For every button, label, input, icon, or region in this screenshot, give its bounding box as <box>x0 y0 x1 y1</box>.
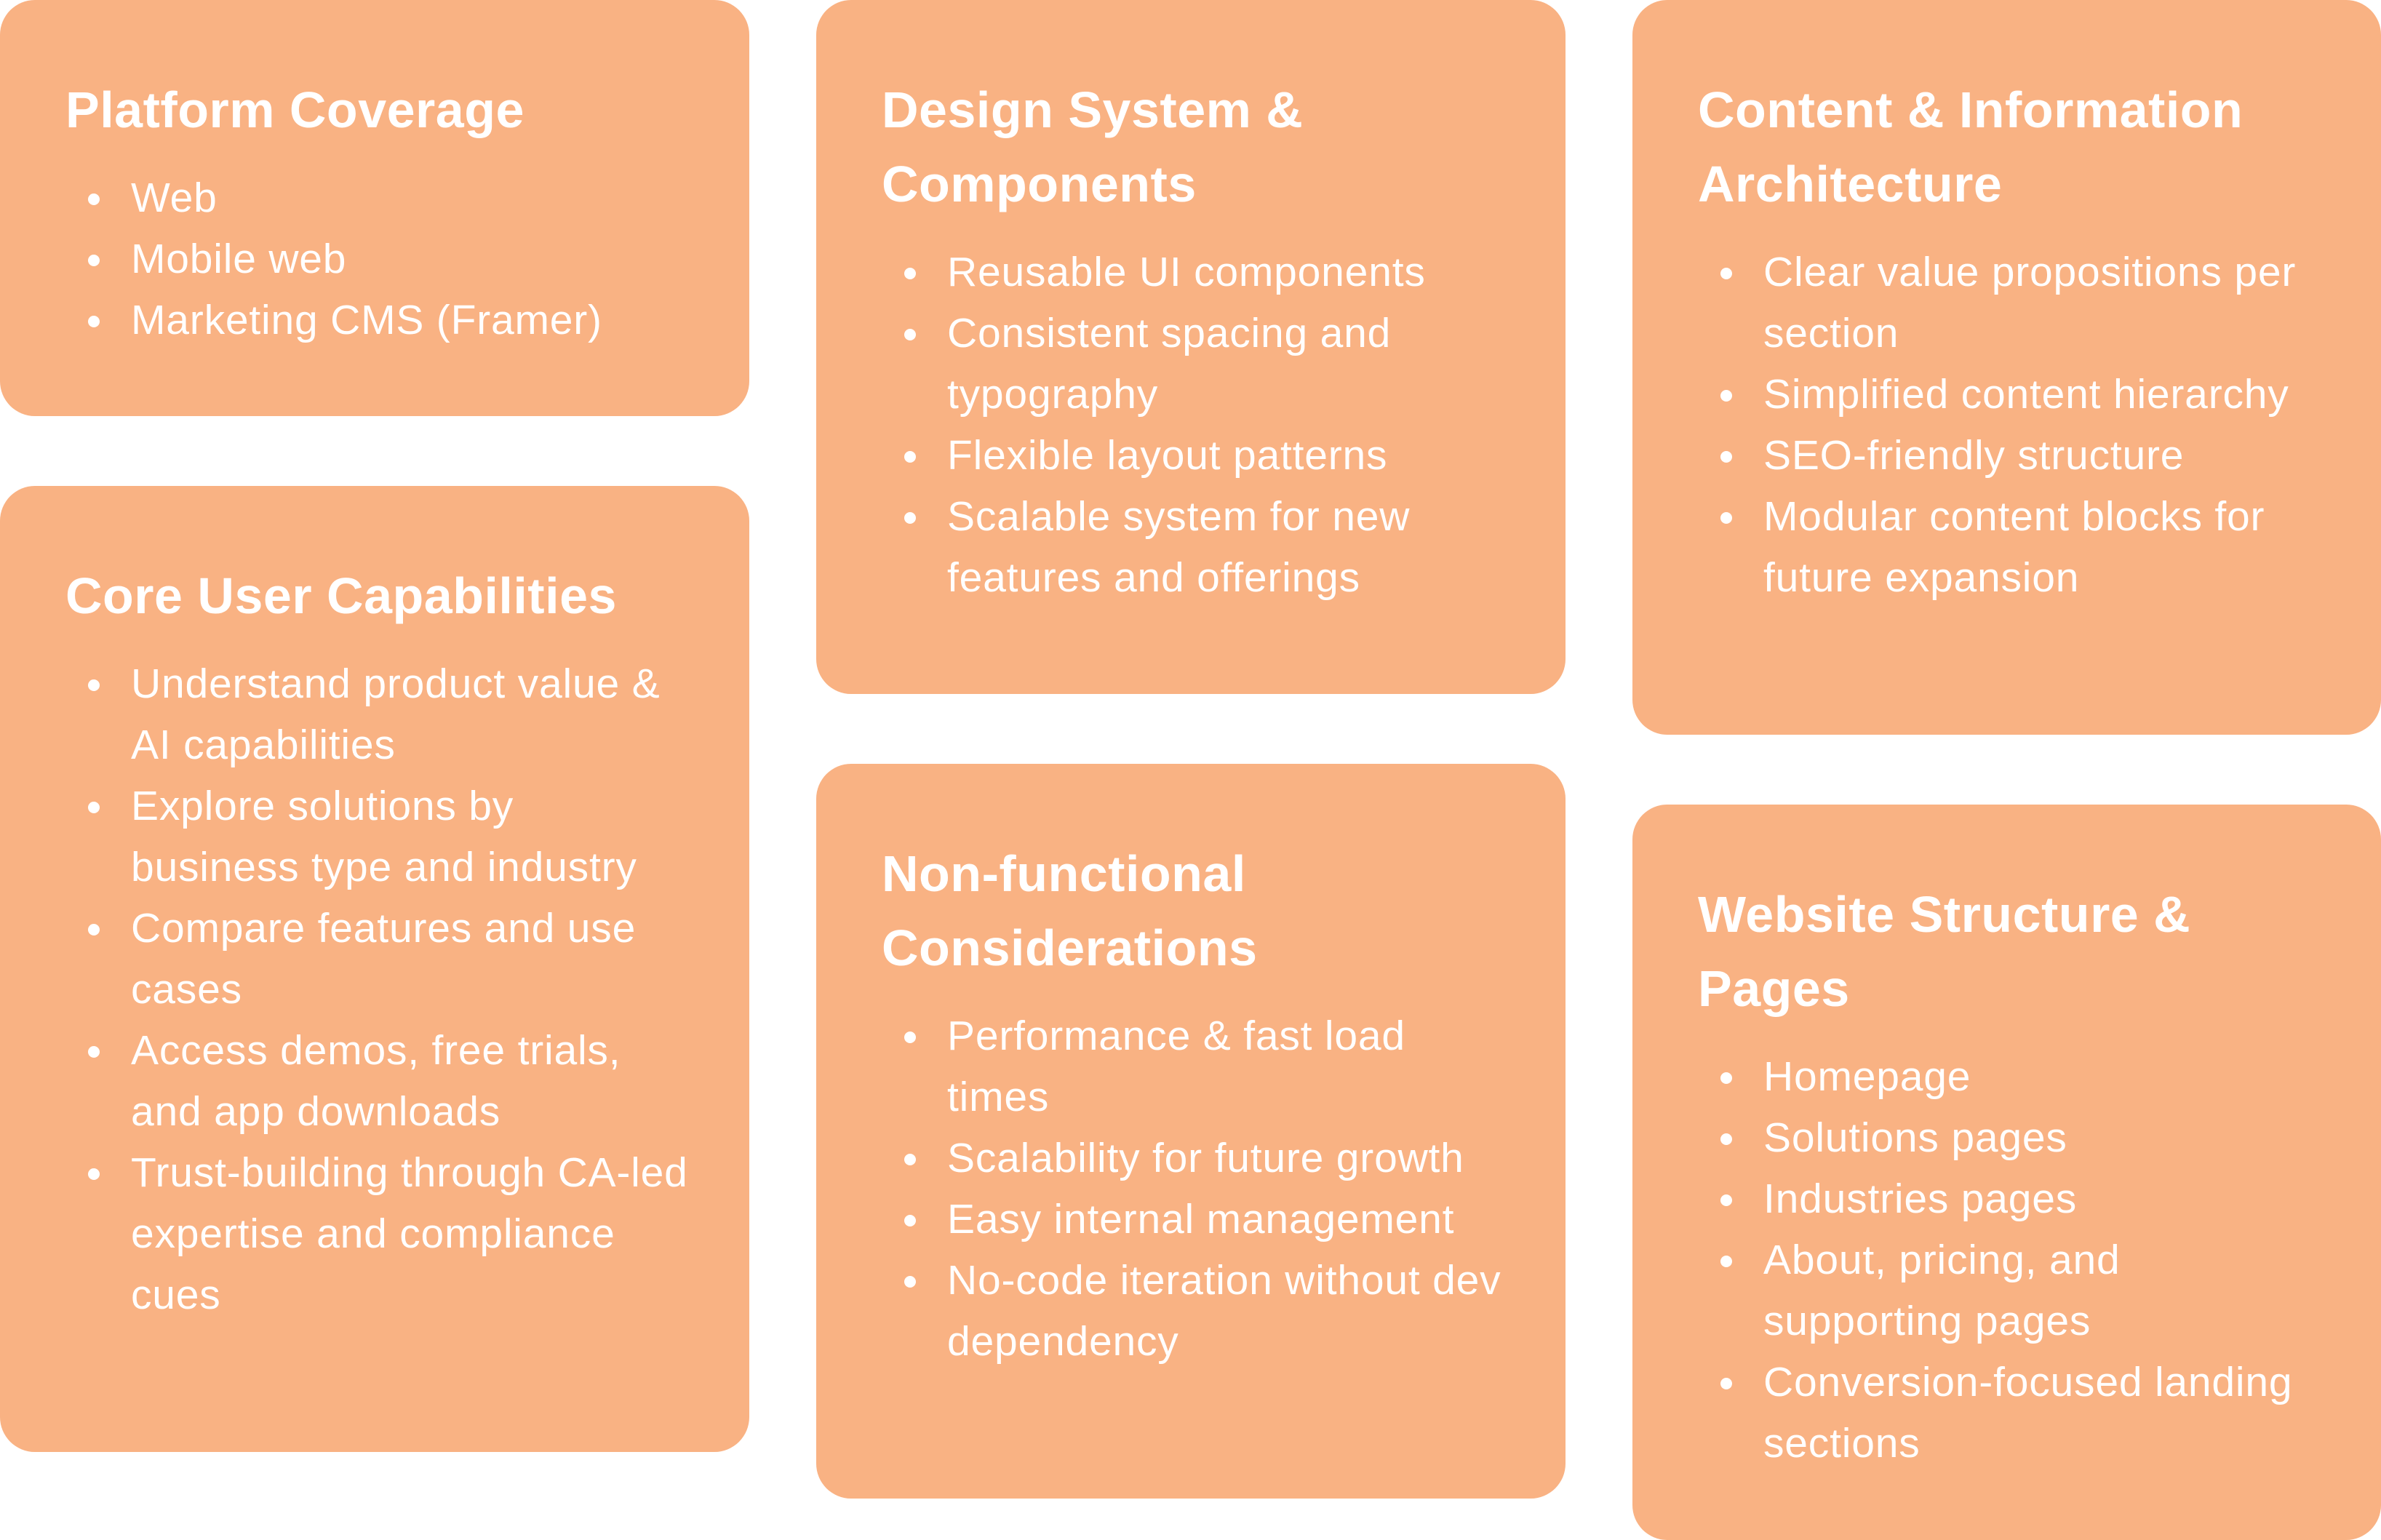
list-item: Modular content blocks for future expans… <box>1698 486 2323 608</box>
list-item: Simplified content hierarchy <box>1698 364 2323 425</box>
card-title: Non-functional Considerations <box>882 845 1258 976</box>
list-item: Scalability for future growth <box>882 1128 1507 1189</box>
list-item: About, pricing, and supporting pages <box>1698 1229 2323 1352</box>
list-item: Reusable UI components <box>882 242 1507 303</box>
list-item: Explore solutions by business type and i… <box>65 775 691 898</box>
card-title: Content & Information Architecture <box>1698 81 2244 212</box>
list-item: Marketing CMS (Framer) <box>65 290 691 351</box>
list-item: Performance & fast load times <box>882 1005 1507 1128</box>
card-platform-coverage: Platform Coverage Web Mobile web Marketi… <box>0 0 749 416</box>
list-item: Scalable system for new features and off… <box>882 486 1507 608</box>
card-title: Design System & Components <box>882 81 1304 212</box>
bullet-list: Clear value propositions per section Sim… <box>1698 242 2323 608</box>
bullet-list: Reusable UI components Consistent spacin… <box>882 242 1507 608</box>
list-item: Flexible layout patterns <box>882 425 1507 486</box>
card-title: Core User Capabilities <box>65 567 617 624</box>
list-item: Compare features and use cases <box>65 898 691 1020</box>
card-non-functional-considerations: Non-functional Considerations Performanc… <box>816 764 1566 1499</box>
list-item: No-code iteration without dev dependency <box>882 1250 1507 1372</box>
list-item: Consistent spacing and typography <box>882 303 1507 425</box>
bullet-list: Web Mobile web Marketing CMS (Framer) <box>65 167 691 351</box>
list-item: Homepage <box>1698 1046 2323 1107</box>
list-item: Understand product value & AI capabiliti… <box>65 653 691 775</box>
card-title: Platform Coverage <box>65 81 525 138</box>
list-item: Solutions pages <box>1698 1107 2323 1168</box>
list-item: Mobile web <box>65 228 691 290</box>
bullet-list: Homepage Solutions pages Industries page… <box>1698 1046 2323 1474</box>
bullet-list: Performance & fast load times Scalabilit… <box>882 1005 1507 1372</box>
list-item: Web <box>65 167 691 228</box>
bullet-list: Understand product value & AI capabiliti… <box>65 653 691 1325</box>
card-content-information-architecture: Content & Information Architecture Clear… <box>1632 0 2381 735</box>
card-website-structure-pages: Website Structure & Pages Homepage Solut… <box>1632 805 2381 1540</box>
card-title: Website Structure & Pages <box>1698 886 2191 1017</box>
list-item: Access demos, free trials, and app downl… <box>65 1020 691 1142</box>
list-item: Clear value propositions per section <box>1698 242 2323 364</box>
list-item: SEO-friendly structure <box>1698 425 2323 486</box>
list-item: Industries pages <box>1698 1168 2323 1229</box>
card-core-user-capabilities: Core User Capabilities Understand produc… <box>0 486 749 1452</box>
list-item: Trust-building through CA-led expertise … <box>65 1142 691 1325</box>
list-item: Conversion-focused landing sections <box>1698 1352 2323 1474</box>
card-design-system-components: Design System & Components Reusable UI c… <box>816 0 1566 694</box>
list-item: Easy internal management <box>882 1189 1507 1250</box>
